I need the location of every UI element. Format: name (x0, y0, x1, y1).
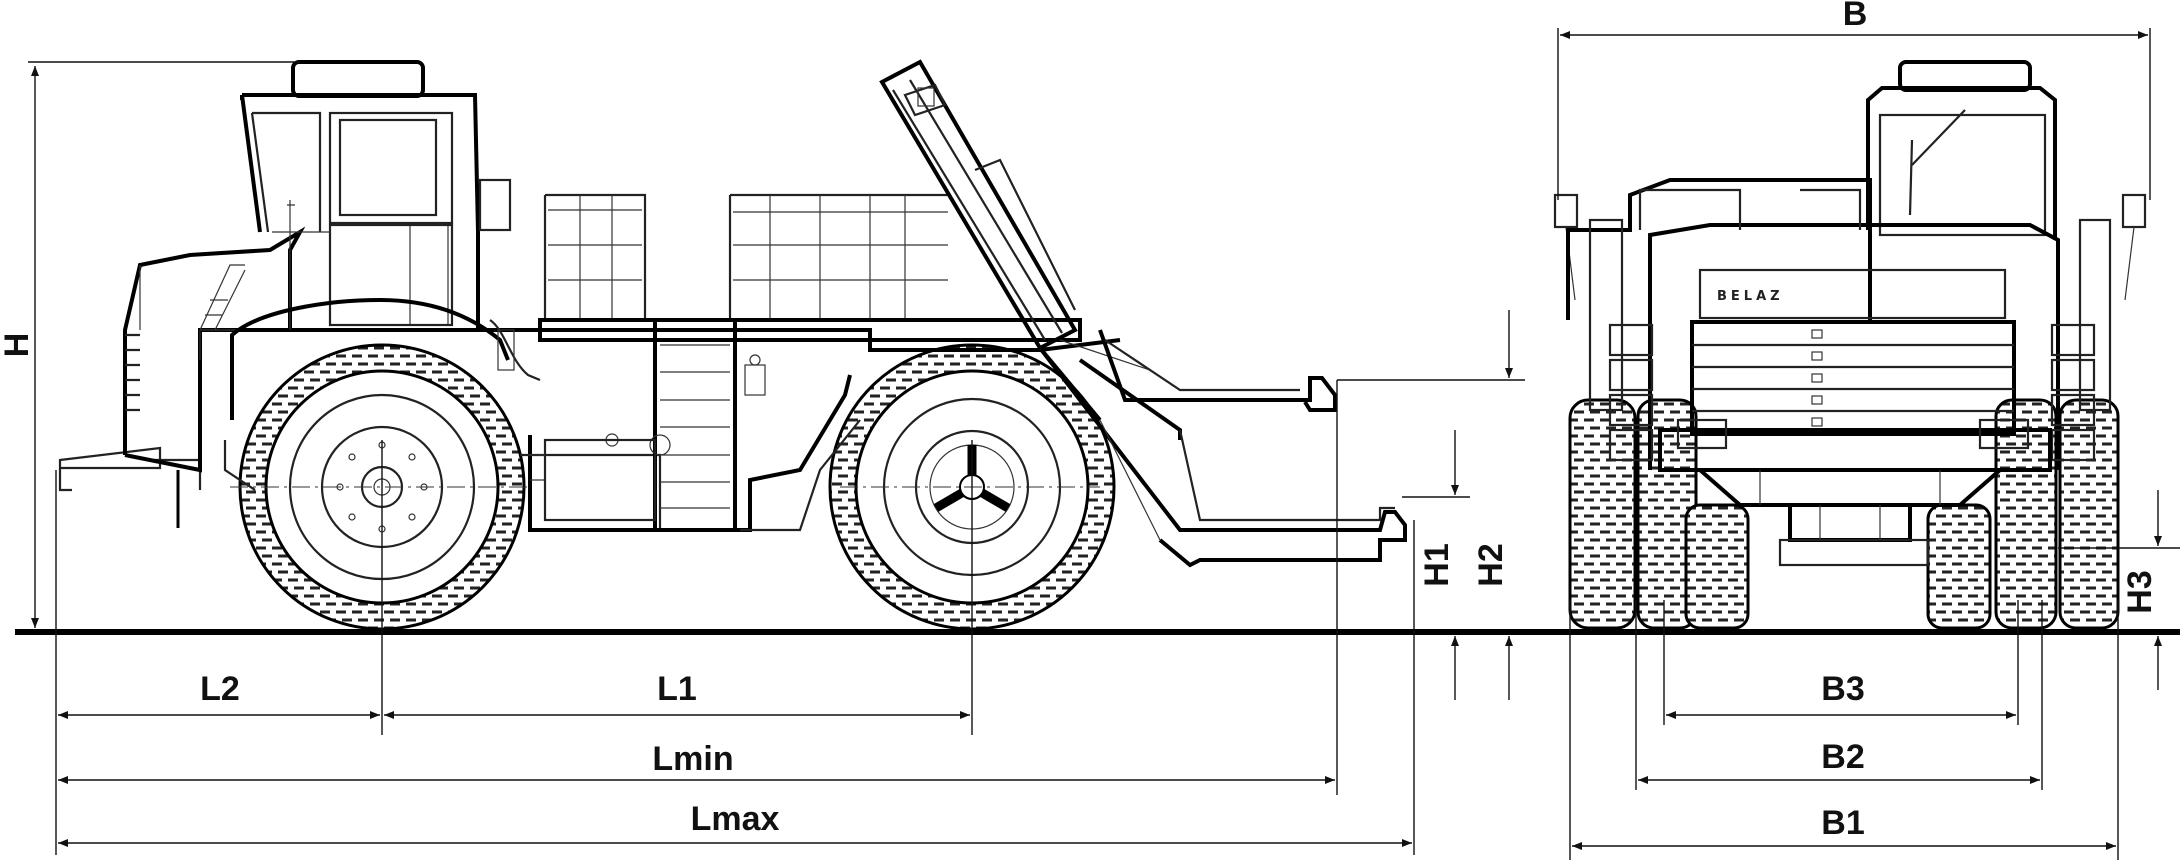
front-view-truck: BELAZ (1553, 60, 2147, 630)
label-Lmin: Lmin (652, 740, 733, 778)
label-H2: H2 (1472, 543, 1510, 586)
label-Lmax: Lmax (691, 800, 780, 838)
label-L2: L2 (200, 670, 240, 708)
label-B1: B1 (1821, 804, 1864, 842)
front-view-wheels (1568, 398, 2120, 630)
label-B3: B3 (1821, 670, 1864, 708)
label-H: H (0, 333, 36, 358)
side-dimensions: H L2 L1 Lmin Lmax H1 H2 (0, 61, 1525, 855)
lift-arm (879, 59, 1151, 422)
railing (543, 193, 950, 320)
brand-logo: BELAZ (1717, 289, 1784, 304)
label-H1: H1 (1418, 543, 1456, 586)
label-H3: H3 (2121, 570, 2159, 613)
side-view-truck (58, 59, 1407, 631)
label-L1: L1 (657, 670, 697, 708)
cab (240, 60, 512, 330)
label-B2: B2 (1821, 738, 1864, 776)
label-B: B (1843, 0, 1868, 33)
front-dimensions: B B3 B2 B1 H3 (1557, 0, 2180, 860)
